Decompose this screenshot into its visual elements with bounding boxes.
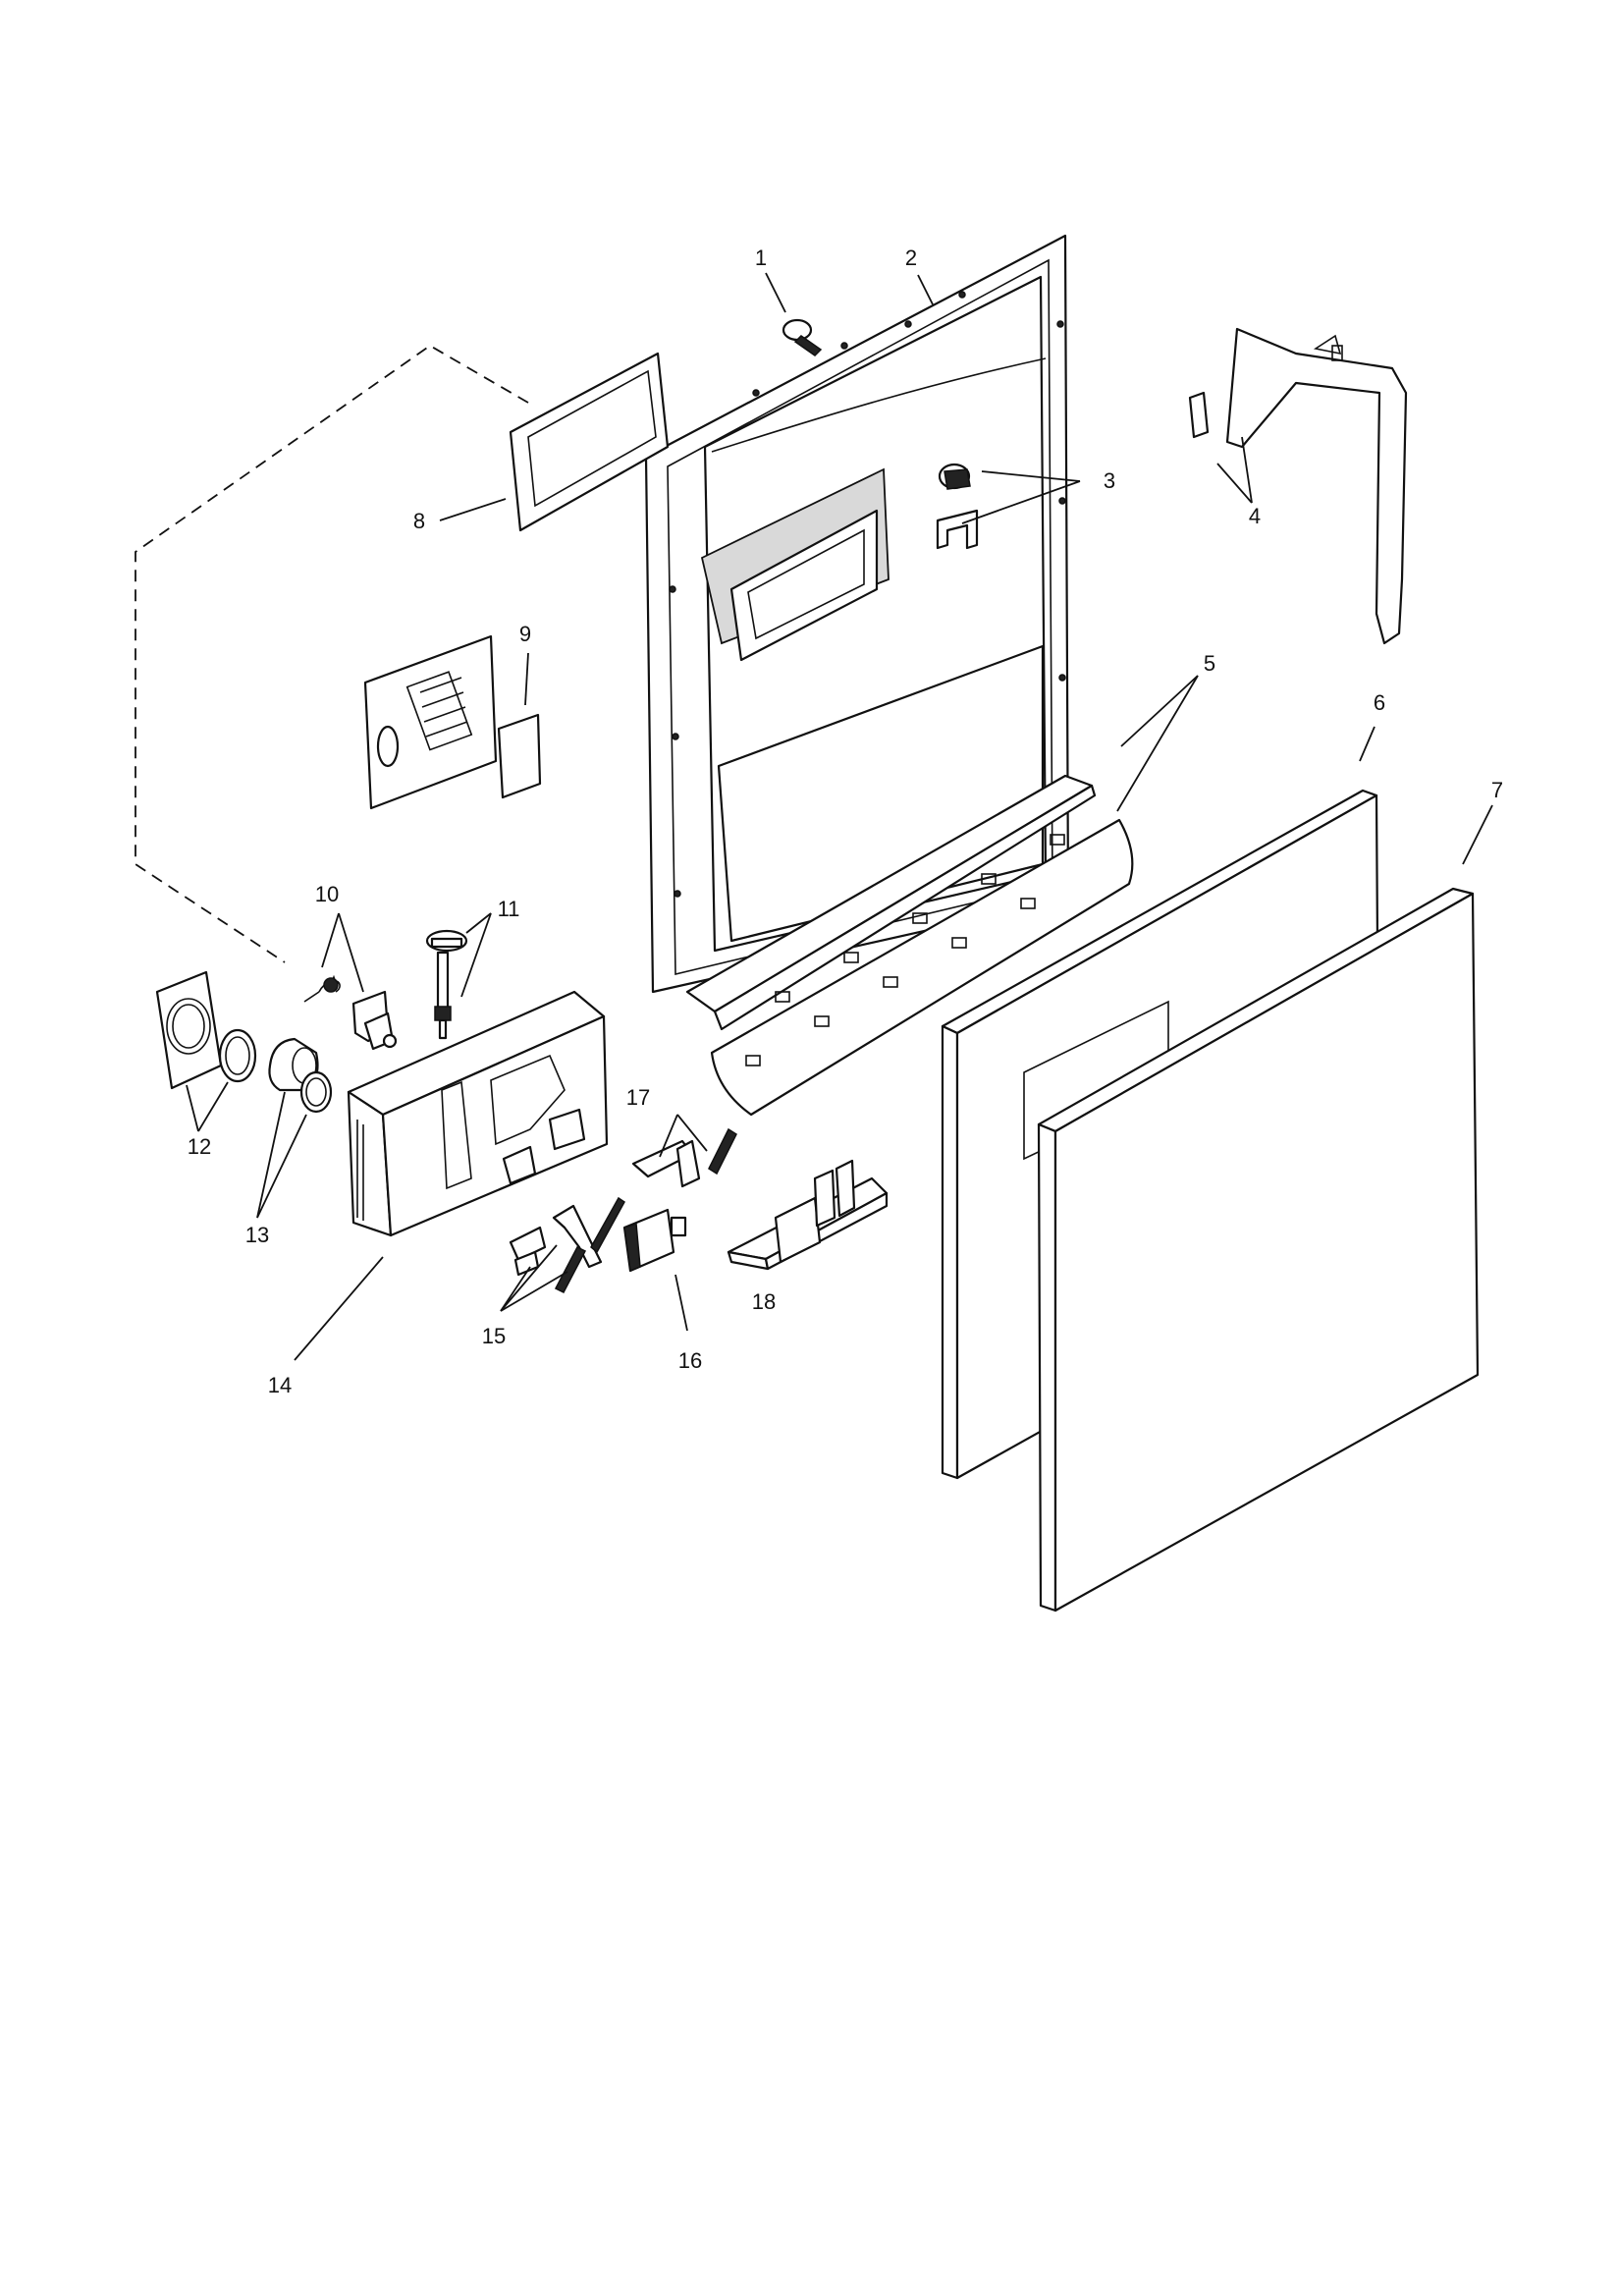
inner-door-frame: [644, 234, 1070, 994]
callout-1: 1: [755, 246, 767, 270]
callout-9: 9: [519, 622, 531, 646]
callout-17: 17: [626, 1085, 650, 1110]
plunger: [425, 929, 468, 1040]
callout-3: 3: [1104, 468, 1115, 493]
screw: [782, 318, 823, 356]
callout-5: 5: [1204, 651, 1215, 676]
callout-15: 15: [482, 1324, 506, 1348]
callout-18: 18: [752, 1289, 776, 1314]
latch-spring: [509, 1196, 625, 1293]
spring-lever: [303, 974, 398, 1051]
callout-16: 16: [678, 1348, 702, 1373]
callout-13: 13: [245, 1223, 269, 1247]
callout-labels: 1 2 3 4 5 6 7 8 9 10 11 12 13 14 15 16 1…: [188, 246, 1503, 1397]
seal-frame: [509, 352, 670, 532]
door-switch: [622, 1208, 687, 1273]
door-lever: [631, 1127, 737, 1188]
callout-11: 11: [498, 897, 520, 921]
side-trim: [1188, 327, 1408, 645]
dispenser-grille: [363, 634, 542, 810]
leader-lines: [186, 272, 1493, 1361]
latch-bracket: [727, 1159, 889, 1271]
bottom-trim-strip: [685, 774, 1134, 1117]
rinse-aid-cap: [268, 1037, 333, 1114]
callout-10: 10: [315, 882, 339, 906]
hinge-clips: [936, 463, 979, 550]
callout-14: 14: [268, 1373, 292, 1397]
callout-12: 12: [188, 1134, 211, 1159]
callout-7: 7: [1491, 778, 1503, 802]
dispenser-body: [347, 990, 609, 1237]
assembly-boundary: [135, 344, 529, 963]
callout-2: 2: [905, 246, 917, 270]
callout-6: 6: [1374, 690, 1385, 715]
dispenser-cover: [155, 970, 257, 1090]
front-door-panel: [1037, 887, 1480, 1613]
callout-8: 8: [413, 509, 425, 533]
callout-4: 4: [1249, 504, 1261, 528]
